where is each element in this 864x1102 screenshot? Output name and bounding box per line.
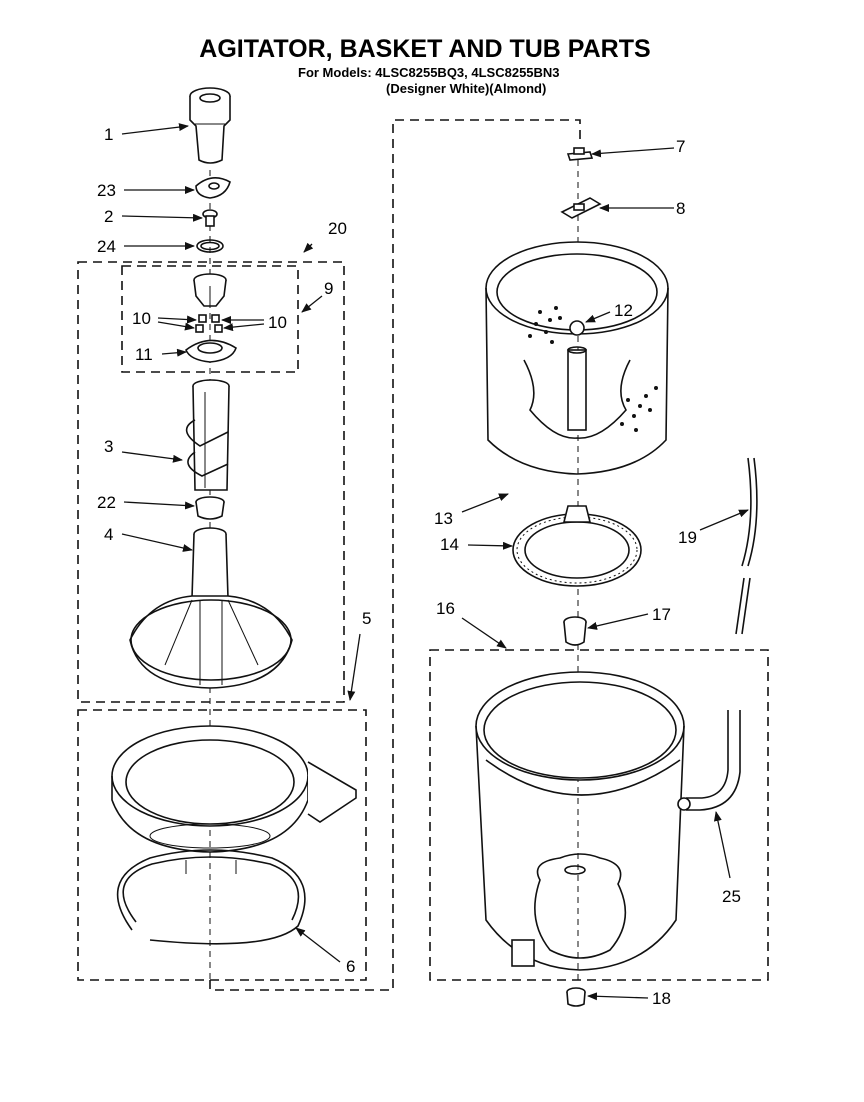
group-box-20	[77, 261, 345, 703]
part-3-auger	[185, 379, 230, 491]
callout-16: 16	[436, 599, 455, 618]
callout-9: 9	[324, 279, 333, 298]
leader-arrows	[121, 123, 749, 1001]
part-1-agitator-cap	[189, 87, 231, 164]
callout-3: 3	[104, 437, 113, 456]
group-box-16	[429, 649, 769, 981]
diagram-title: AGITATOR, BASKET AND TUB PARTS	[199, 35, 650, 63]
group-box-5	[77, 709, 367, 981]
part-7-nut	[566, 147, 594, 161]
callout-19: 19	[678, 528, 697, 547]
callout-7: 7	[676, 137, 685, 156]
part-24-o-ring	[196, 239, 224, 253]
callout-5: 5	[362, 609, 371, 628]
part-18-drive-nut	[566, 987, 586, 1007]
models-line: For Models: 4LSC8255BQ3, 4LSC8255BN3	[298, 65, 560, 80]
callout-22: 22	[97, 493, 116, 512]
colors-line: (Designer White)(Almond)	[386, 81, 546, 96]
callout-23: 23	[97, 181, 116, 200]
part-16-outer-tub	[475, 671, 685, 971]
callout-10-right: 10	[268, 313, 287, 332]
part-11-cam	[185, 339, 237, 363]
part-10-dogs	[195, 314, 223, 333]
shaft-link-dashed	[209, 119, 581, 991]
callout-8: 8	[676, 199, 685, 218]
part-17-hub-nut	[563, 616, 587, 646]
callout-20: 20	[328, 219, 347, 238]
callout-4: 4	[104, 525, 113, 544]
part-9-cam-assembly	[193, 273, 227, 307]
callout-11: 11	[135, 345, 153, 364]
part-23-cap-insert	[195, 177, 231, 199]
part-25-drain-hose	[677, 710, 741, 811]
callout-2: 2	[104, 207, 113, 226]
callout-13: 13	[434, 509, 453, 528]
part-5-tub-ring	[111, 725, 357, 874]
callout-18: 18	[652, 989, 671, 1008]
part-6-tub-seal	[116, 849, 306, 945]
callout-24: 24	[97, 237, 116, 256]
part-4-agitator-base	[129, 527, 293, 689]
part-basket	[485, 241, 669, 475]
part-22-bearing	[195, 496, 225, 520]
callout-10-left: 10	[132, 309, 151, 328]
part-14-brake-ring	[512, 505, 642, 587]
callout-14: 14	[440, 535, 459, 554]
callout-1: 1	[104, 125, 113, 144]
part-2-bolt	[202, 209, 218, 227]
callout-25: 25	[722, 887, 741, 906]
part-8-spanner	[560, 197, 602, 219]
callout-6: 6	[346, 957, 355, 976]
callout-17: 17	[652, 605, 671, 624]
part-19-hose	[735, 457, 758, 635]
group-box-9	[121, 265, 299, 373]
callout-12: 12	[614, 301, 633, 320]
